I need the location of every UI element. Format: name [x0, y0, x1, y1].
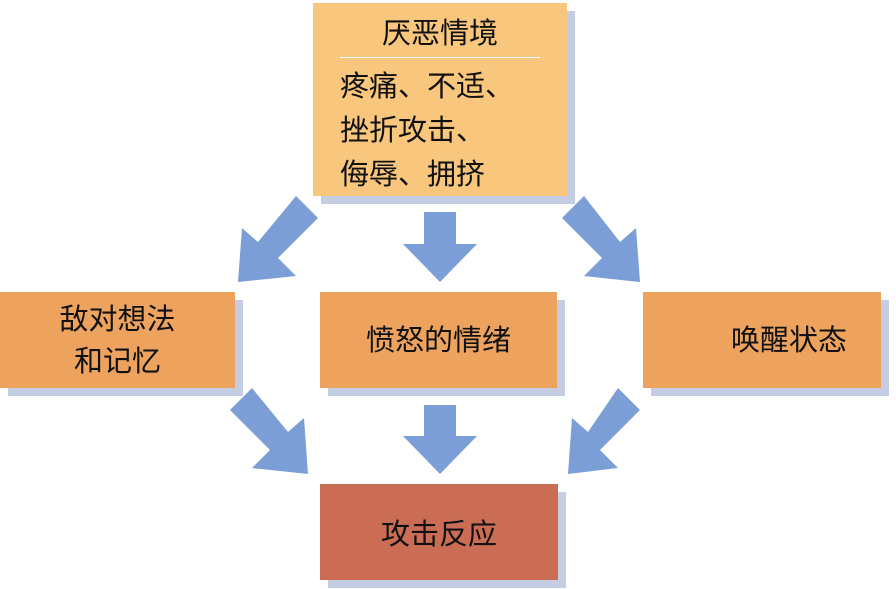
aversive-situation-box: 厌恶情境 疼痛、不适、 挫折攻击、 侮辱、拥挤 [313, 3, 567, 196]
aversive-line-3: 侮辱、拥挤 [340, 157, 486, 191]
hostile-thoughts-box: 敌对想法 和记忆 [0, 292, 235, 388]
aversive-situation-list: 疼痛、不适、 挫折攻击、 侮辱、拥挤 [340, 64, 540, 196]
aversive-line-1: 疼痛、不适、 [340, 69, 515, 103]
angry-emotion-box: 愤怒的情绪 [320, 292, 557, 388]
arrow-center-to-bottom [403, 405, 477, 474]
arousal-state-box: 唤醒状态 [643, 292, 881, 388]
title-underline [340, 57, 540, 58]
arrow-right-to-bottom [568, 388, 640, 474]
arrow-top-to-center [403, 212, 477, 282]
aversive-line-2: 挫折攻击、 [340, 113, 486, 147]
arousal-state-label: 唤醒状态 [730, 323, 847, 357]
arrow-top-to-right [562, 196, 640, 282]
aggressive-response-box: 攻击反应 [320, 484, 558, 580]
aversive-situation-title: 厌恶情境 [381, 16, 498, 50]
arrow-top-to-left [238, 196, 318, 282]
arrow-left-to-bottom [230, 388, 308, 474]
hostile-thoughts-line-1: 敌对想法 [59, 302, 176, 336]
aggressive-response-label: 攻击反应 [380, 517, 497, 551]
angry-emotion-label: 愤怒的情绪 [365, 323, 511, 357]
hostile-thoughts-line-2: 和记忆 [73, 344, 161, 378]
